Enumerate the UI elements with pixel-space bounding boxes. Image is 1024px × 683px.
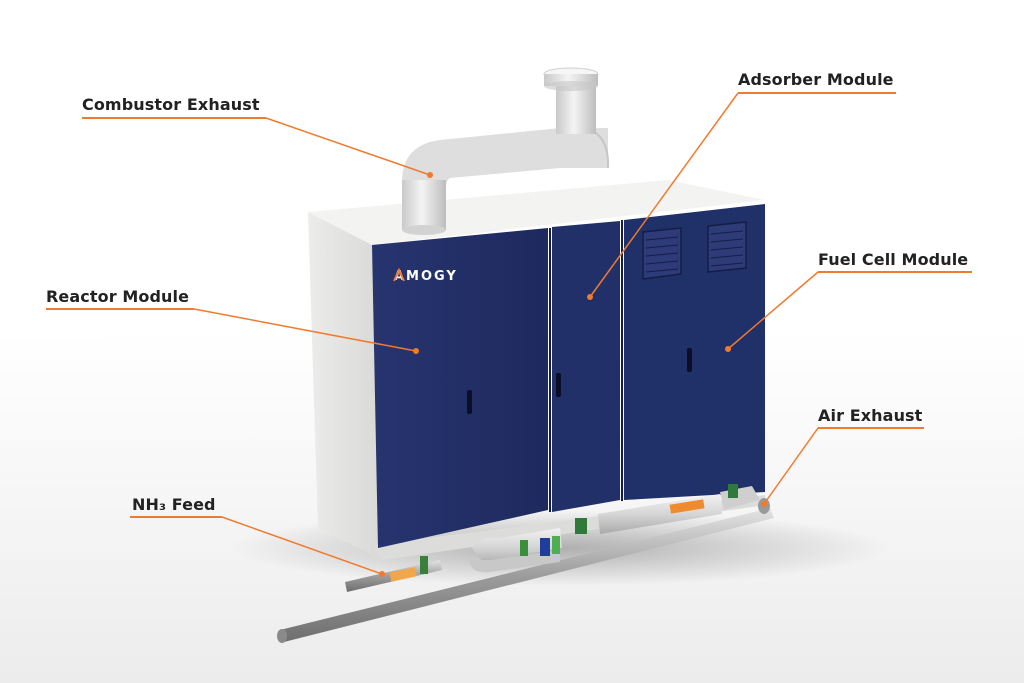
reactor-door [372,228,548,548]
label-nh3-feed: NH₃ Feed [132,495,216,514]
label-combustor-exhaust: Combustor Exhaust [82,95,260,114]
callout-reactor-module [46,308,419,354]
vent-grill-left [642,227,682,280]
combustor-exhaust-pipe [402,67,610,235]
callout-air-exhaust [761,427,924,507]
callout-nh3-feed [130,516,385,577]
cabinet-side [308,212,382,560]
vent-grill-right [707,221,747,273]
reactor-door-handle [467,390,472,414]
label-air-exhaust: Air Exhaust [818,406,923,425]
fuel-cell-door [624,204,765,500]
label-adsorber-module: Adsorber Module [738,70,894,89]
callout-fuel-cell-module [725,271,972,352]
adsorber-door [552,221,620,512]
logo-accent [393,267,405,282]
callout-adsorber-module [587,92,896,300]
bottom-piping [277,484,774,643]
label-fuel-cell-module: Fuel Cell Module [818,250,969,269]
callout-combustor-exhaust [82,117,433,178]
adsorber-door-handle [556,373,561,397]
amogy-logo: AMOGY [394,269,458,284]
fuel-cell-door-handle [687,348,692,372]
label-reactor-module: Reactor Module [46,287,190,306]
